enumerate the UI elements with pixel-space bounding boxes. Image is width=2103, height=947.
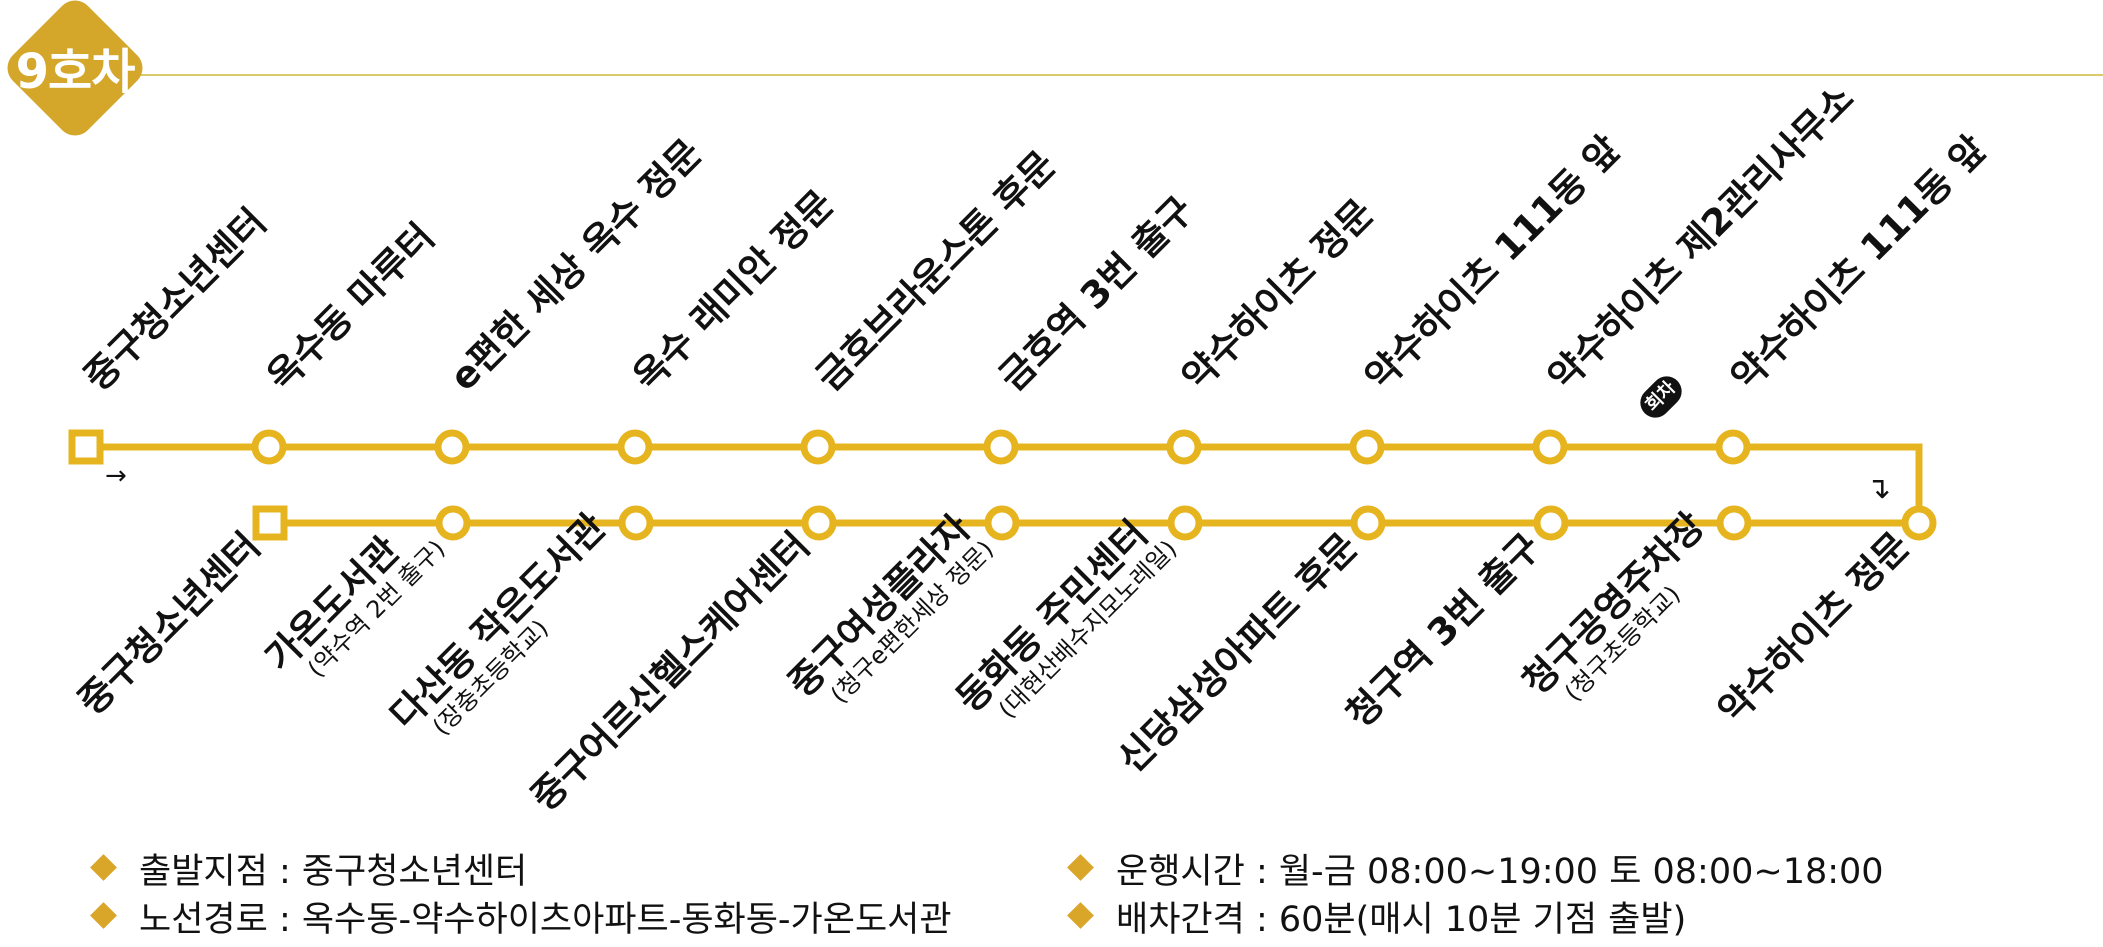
info-hours-label: 운행시간 [1116, 852, 1245, 892]
info-departure-label: 출발지점 [139, 852, 268, 892]
top-stop-marker [251, 429, 287, 465]
bottom-stop-marker [618, 505, 654, 541]
info-route-value: 옥수동-약수하이츠아파트-동화동-가온도서관 [301, 900, 952, 940]
top-stop-marker [1349, 429, 1385, 465]
top-stop-marker [1715, 429, 1751, 465]
bottom-stop-marker [801, 505, 837, 541]
info-interval-value: 60분(매시 10분 기점 출발) [1278, 900, 1687, 940]
bottom-stop-marker [1533, 505, 1569, 541]
info-route-label: 노선경로 [139, 900, 268, 940]
top-stop-marker [1166, 429, 1202, 465]
bottom-stop-marker [984, 505, 1020, 541]
bottom-stop-marker [252, 505, 288, 541]
top-stop-marker [1532, 429, 1568, 465]
bullet-diamond-icon [1067, 902, 1094, 929]
bottom-stop-marker [435, 505, 471, 541]
top-stop-marker [983, 429, 1019, 465]
bottom-stop-marker [1350, 505, 1386, 541]
info-departure: 출발지점 : 중구청소년센터 [90, 852, 528, 892]
bullet-diamond-icon [1067, 854, 1094, 881]
bullet-diamond-icon [90, 902, 117, 929]
bus-number-badge: 9호차 [0, 0, 150, 150]
info-hours: 운행시간 : 월-금 08:00~19:00 토 08:00~18:00 [1067, 852, 1884, 892]
bullet-diamond-icon [90, 854, 117, 881]
info-hours-value: 월-금 08:00~19:00 토 08:00~18:00 [1278, 852, 1884, 892]
badge-diamond-icon [7, 0, 143, 136]
top-stop-marker [617, 429, 653, 465]
start-direction-arrow: → [105, 461, 127, 491]
info-route: 노선경로 : 옥수동-약수하이츠아파트-동화동-가온도서관 [90, 900, 952, 940]
bus-number-label: 9호차 [15, 44, 136, 100]
info-departure-value: 중구청소년센터 [301, 852, 528, 892]
bottom-stop-marker [1716, 505, 1752, 541]
bottom-stop-marker [1901, 505, 1937, 541]
top-stop-marker [434, 429, 470, 465]
top-stop-marker [68, 429, 104, 465]
info-interval-label: 배차간격 [1116, 900, 1245, 940]
bottom-stop-marker [1167, 505, 1203, 541]
turn-direction-arrow: ↴ [1866, 471, 1891, 506]
info-interval: 배차간격 : 60분(매시 10분 기점 출발) [1067, 900, 1687, 940]
top-stop-marker [800, 429, 836, 465]
